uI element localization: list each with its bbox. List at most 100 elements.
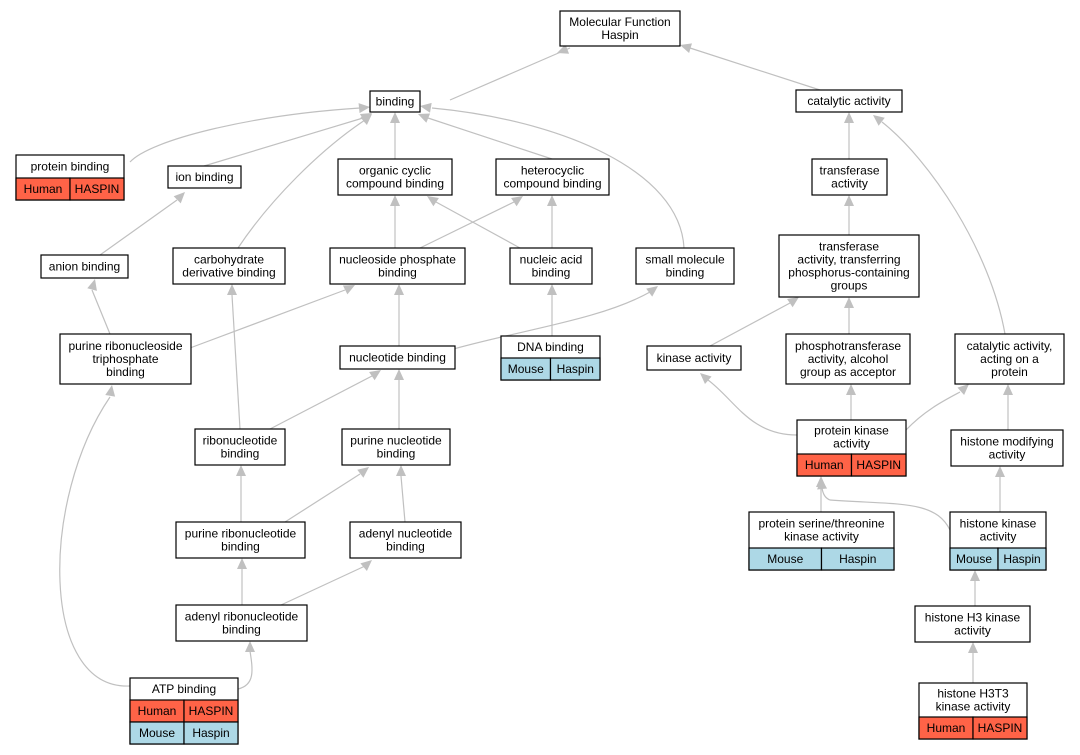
go-term-node[interactable]: nucleotide binding [339,345,456,370]
arrow-head [547,195,557,206]
node-label: binding [532,266,571,280]
gene-cell [972,716,1028,740]
node-box [172,247,286,285]
arrow-head [360,114,372,125]
arrow-head [700,373,712,385]
edge-line [99,199,178,256]
go-term-node[interactable]: binding [369,90,421,113]
edge-line [419,201,515,249]
node-box [509,247,593,285]
node-label: groups [831,279,868,293]
edge-line [709,302,791,347]
node-label: heterocyclic [521,164,584,178]
node-label: activity [989,448,1026,462]
edge-line [449,47,571,101]
arrow-head [995,466,1005,477]
node-label: ion binding [175,170,233,184]
node-label: Molecular Function [569,15,670,29]
arrow-head [236,465,246,476]
node-label: catalytic activity [807,94,890,108]
edge-line [881,121,1006,335]
go-term-node[interactable]: catalytic activity [795,89,903,113]
node-label: activity [833,437,870,451]
node-label: activity [831,177,868,191]
node-box [954,333,1065,385]
node-label: DNA binding [517,340,584,354]
gene-cell [850,453,907,477]
node-label: small molecule [645,253,725,267]
node-label: protein [991,365,1028,379]
arrow-head [245,641,255,652]
gene-label: HASPIN [75,182,120,196]
species-label: Mouse [767,552,803,566]
node-label: acting on a [980,352,1039,366]
gene-label: HASPIN [978,721,1023,735]
node-label: compound binding [346,177,444,191]
node-label: adenyl nucleotide [359,527,453,541]
node-label: adenyl ribonucleotide [185,610,299,624]
arrow-head [511,196,523,207]
node-label: purine nucleotide [350,434,442,448]
arrow-head [358,103,370,114]
edge-line [431,107,685,249]
node-label: phosphorus-containing [788,266,909,280]
go-term-node[interactable]: kinase activity [646,345,742,371]
node-box [194,428,286,466]
gene-cell [820,547,895,571]
arrow-head [547,284,557,295]
gene-cell [183,721,239,745]
node-box [175,521,306,559]
node-label: catalytic activity, [967,339,1053,353]
arrow-head [394,369,404,380]
edge-line [400,475,406,523]
species-label: Mouse [956,552,992,566]
node-box [646,345,742,371]
node-box [337,158,453,196]
arrow-head [105,385,116,397]
edge-line [435,201,521,249]
gene-label: Haspin [192,726,229,740]
node-label: protein serine/threonine [758,517,884,531]
gene-cell [549,357,601,381]
edges [59,43,1013,690]
edge-line [237,650,253,690]
arrow-head [680,43,692,53]
gene-cell [69,177,125,201]
node-label: purine ribonucleoside [68,339,182,353]
species-label: Human [138,704,177,718]
node-box [369,90,421,113]
edge-line [203,117,364,167]
go-term-node[interactable]: anion binding [40,254,129,279]
arrow-head [369,370,381,381]
go-term-node[interactable]: ion binding [167,165,242,189]
arrow-head [390,195,400,206]
edge-line [821,487,951,531]
